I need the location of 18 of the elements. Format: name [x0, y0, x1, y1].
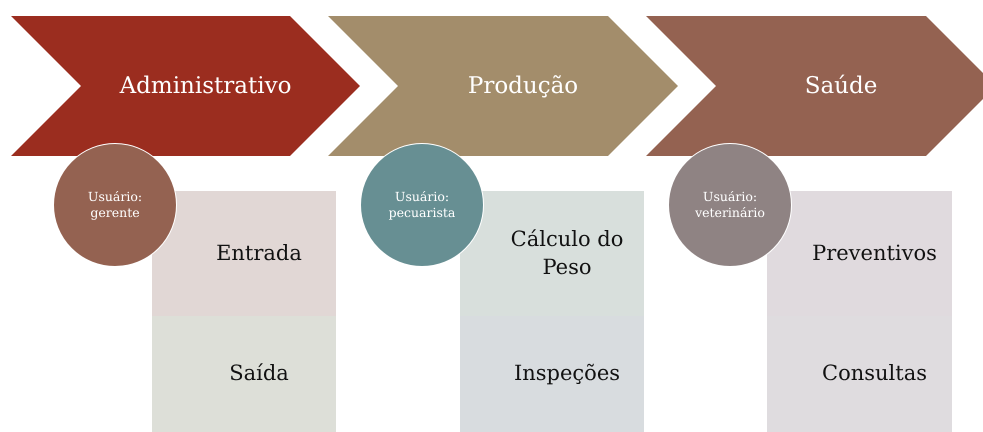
item-box — [460, 316, 644, 432]
item-box — [767, 316, 952, 432]
item-label: Entrada — [215, 240, 303, 267]
stage-title: Saúde — [804, 73, 878, 99]
stage-title: Administrativo — [120, 73, 292, 99]
user-label: Usuário: gerente — [86, 188, 144, 222]
item-label: Consultas — [821, 360, 928, 388]
item-box — [152, 191, 336, 316]
item-label: Inspeções — [512, 360, 622, 388]
user-label: Usuário: pecuarista — [388, 188, 456, 222]
stage-title: Produção — [468, 73, 578, 99]
item-label: Preventivos — [811, 240, 938, 267]
item-label: Saída — [228, 360, 290, 388]
item-box — [767, 191, 952, 316]
item-box — [460, 191, 644, 316]
item-box — [152, 316, 336, 432]
item-label: Cálculo do Peso — [510, 226, 624, 280]
user-label: Usuário: veterinário — [694, 188, 766, 222]
